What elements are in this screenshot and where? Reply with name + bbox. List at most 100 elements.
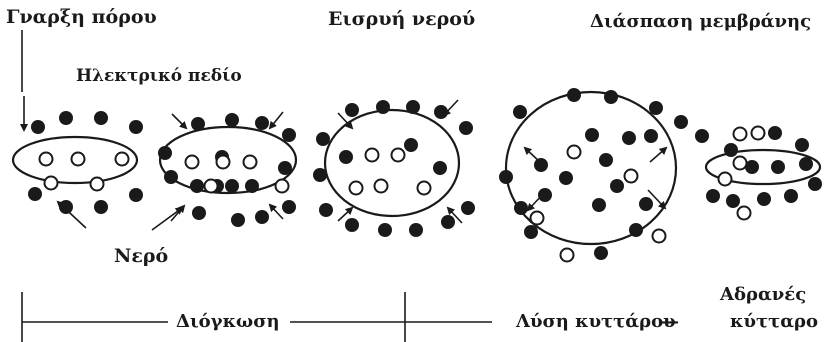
water-molecule: [376, 100, 390, 114]
arrow-icon: [172, 114, 186, 128]
intracellular-particle: [205, 180, 218, 193]
water-molecule: [534, 158, 548, 172]
water-molecule: [674, 115, 688, 129]
water-molecule: [245, 179, 259, 193]
water-molecule: [513, 105, 527, 119]
water-molecule: [567, 88, 581, 102]
water-molecule: [724, 143, 738, 157]
water-molecule: [768, 126, 782, 140]
intracellular-particle: [625, 170, 638, 183]
water-molecule: [799, 157, 813, 171]
label-cell-lysis: Λύση κυττάρου: [516, 313, 676, 331]
water-molecule: [757, 192, 771, 206]
water-molecule: [225, 113, 239, 127]
intracellular-particle: [244, 156, 257, 169]
intracellular-particle: [653, 230, 666, 243]
water-molecule: [339, 150, 353, 164]
water-molecule: [378, 223, 392, 237]
water-molecule: [604, 90, 618, 104]
arrow-icon: [525, 148, 541, 163]
water-molecule: [225, 179, 239, 193]
label-inactive: Αδρανές: [720, 286, 806, 304]
water-molecule: [592, 198, 606, 212]
water-molecule: [28, 187, 42, 201]
label-swelling: Διόγκωση: [176, 313, 280, 331]
water-molecule: [191, 117, 205, 131]
label-cell: κύτταρο: [730, 313, 818, 331]
intracellular-particle: [91, 178, 104, 191]
water-molecule: [192, 206, 206, 220]
water-molecule: [726, 194, 740, 208]
water-molecule: [404, 138, 418, 152]
arrow-icon: [270, 205, 283, 219]
water-molecule: [639, 197, 653, 211]
intracellular-particle: [752, 127, 765, 140]
water-molecule: [316, 132, 330, 146]
water-molecule: [255, 116, 269, 130]
intracellular-particle: [418, 182, 431, 195]
arrow-icon: [171, 206, 184, 221]
intracellular-particle: [116, 153, 129, 166]
water-molecule: [94, 111, 108, 125]
water-molecule: [622, 131, 636, 145]
intracellular-particle: [186, 156, 199, 169]
water-molecule: [278, 161, 292, 175]
water-molecule: [129, 188, 143, 202]
water-molecule: [345, 218, 359, 232]
label-pore-initiation: Γναρξη πόρου: [6, 8, 157, 27]
water-molecule: [461, 201, 475, 215]
water-molecule: [695, 129, 709, 143]
water-molecule: [524, 225, 538, 239]
arrow-icon: [152, 208, 182, 230]
water-molecule: [59, 111, 73, 125]
water-molecule: [784, 189, 798, 203]
water-molecule: [585, 128, 599, 142]
water-molecule: [313, 168, 327, 182]
label-water: Νερό: [114, 247, 168, 266]
intracellular-particle: [350, 182, 363, 195]
water-molecule: [599, 153, 613, 167]
water-molecule: [594, 246, 608, 260]
label-membrane-breakdown: Διάσπαση μεμβράνης: [590, 13, 811, 31]
water-molecule: [795, 138, 809, 152]
label-water-influx: Εισρυή νερού: [328, 10, 475, 29]
water-molecule: [129, 120, 143, 134]
water-molecule: [164, 170, 178, 184]
intracellular-particle: [738, 207, 751, 220]
water-molecule: [629, 223, 643, 237]
water-molecule: [190, 179, 204, 193]
water-molecule: [31, 120, 45, 134]
intracellular-particle: [392, 149, 405, 162]
water-molecule: [610, 179, 624, 193]
water-molecule: [538, 188, 552, 202]
water-molecule: [441, 215, 455, 229]
label-electric-field: Ηλεκτρικό πεδίο: [76, 68, 242, 85]
water-molecule: [559, 171, 573, 185]
intracellular-particle: [366, 149, 379, 162]
arrow-icon: [650, 148, 666, 162]
water-molecule: [319, 203, 333, 217]
water-molecule: [94, 200, 108, 214]
water-molecule: [771, 160, 785, 174]
water-molecule: [345, 103, 359, 117]
water-molecule: [59, 200, 73, 214]
water-molecule: [644, 129, 658, 143]
intracellular-particle: [375, 180, 388, 193]
label-separator: —: [661, 313, 679, 331]
water-molecule: [459, 121, 473, 135]
water-molecule: [499, 170, 513, 184]
water-molecule: [231, 213, 245, 227]
intracellular-particle: [561, 249, 574, 262]
intracellular-particle: [568, 146, 581, 159]
intracellular-particle: [40, 153, 53, 166]
intracellular-particle: [734, 157, 747, 170]
water-molecule: [255, 210, 269, 224]
water-molecule: [282, 200, 296, 214]
water-molecule: [514, 201, 528, 215]
water-molecule: [808, 177, 822, 191]
water-molecule: [282, 128, 296, 142]
water-molecule: [433, 161, 447, 175]
water-molecule: [409, 223, 423, 237]
